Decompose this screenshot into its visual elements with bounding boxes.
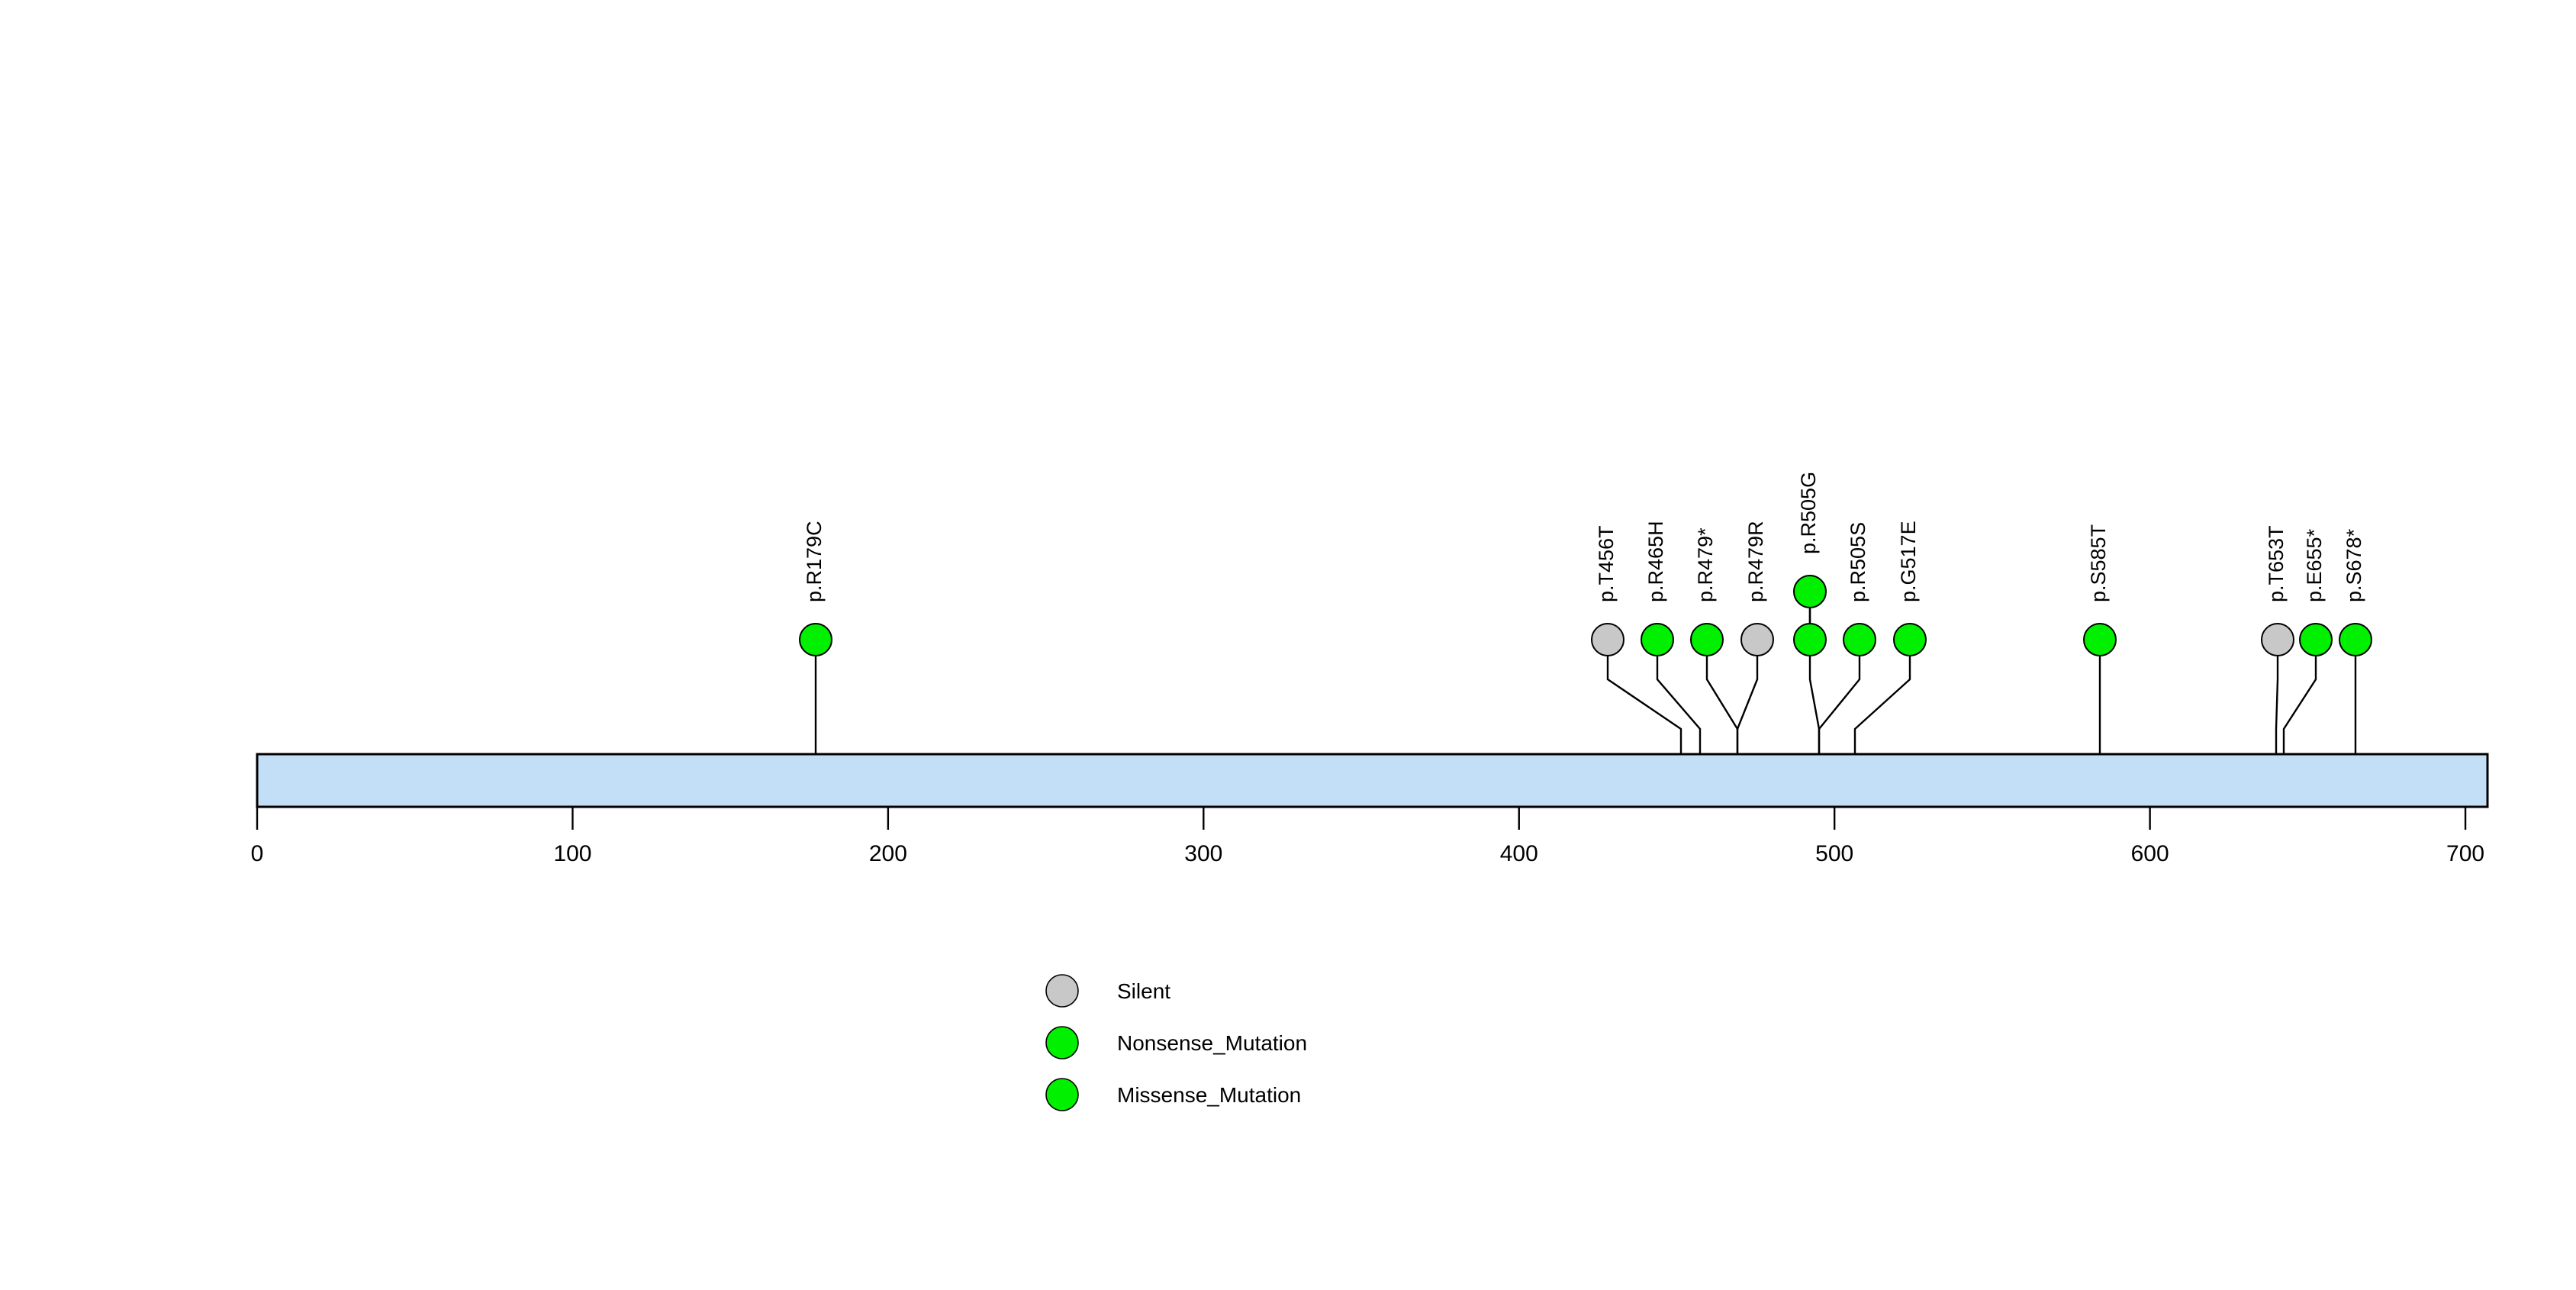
protein-domain-bar-group [256, 753, 2489, 808]
axis-tick-label-400: 400 [1500, 841, 1538, 866]
mutation-label-pT456T: p.T456T [1595, 525, 1618, 602]
axis-tick-label-200: 200 [869, 841, 907, 866]
axis-tick-label-100: 100 [553, 841, 591, 866]
lollipop-dot-pR505S[interactable]: p.R505S (Missense_Mutation, position 505… [1843, 623, 1876, 656]
lollipop-dot-pT653T[interactable]: p.T653T (Silent, position 653, count 1) [2261, 623, 2294, 656]
mutation-label-pG517E: p.G517E [1897, 521, 1920, 602]
mutation-label-pR465H: p.R465H [1644, 521, 1667, 602]
position-axis-group: 0 100 200 300 400 500 600 700 [251, 805, 2487, 866]
mutation-label-pE655: p.E655* [2303, 528, 2326, 602]
mutation-label-pR505S: p.R505S [1847, 522, 1869, 602]
lollipop-dot-pR465H[interactable]: p.R465H (Missense_Mutation, position 456… [1641, 623, 1674, 656]
mutation-label-pR479R: p.R479R [1744, 521, 1767, 602]
legend-swatch-MissenseMutation[interactable] [1045, 1078, 1079, 1111]
legend-swatch-Silent[interactable] [1045, 974, 1079, 1008]
lollipop-dot-pR479R[interactable]: p.R479R (Silent, position 479, count 1) [1740, 623, 1774, 656]
legend-label-NonsenseMutation: Nonsense_Mutation [1117, 1031, 1307, 1055]
axis-tick-label-700: 700 [2446, 841, 2484, 866]
legend-swatch-NonsenseMutation[interactable] [1045, 1026, 1079, 1059]
axis-tick-label-600: 600 [2131, 841, 2169, 866]
mutation-label-pR505G: p.R505G [1797, 472, 1820, 554]
mutation-label-pT653T: p.T653T [2265, 525, 2288, 602]
lollipop-dot-pR479[interactable]: p.R479* (Nonsense_Mutation, position 479… [1690, 623, 1724, 656]
mutation-labels-group: p.R179C p.T456T p.R465H p.R479* p.R479R p.R50… [803, 472, 2365, 602]
lollipop-dot-pR505G[interactable]: p.R505G (Missense_Mutation, position 505… [1793, 623, 1827, 656]
mutation-label-pR179C: p.R179C [803, 521, 826, 602]
protein-backbone-bar[interactable] [256, 753, 2489, 808]
lollipop-dot-pR505G[interactable]: p.R505G (Missense_Mutation, position 505… [1793, 575, 1827, 608]
lollipop-dot-pT456T[interactable]: p.T456T (Silent, position 433, count 1) [1591, 623, 1624, 656]
lollipop-dot-pS678[interactable]: p.S678* (Nonsense_Mutation, position 678… [2339, 623, 2372, 656]
lollipop-dot-pE655[interactable]: p.E655* (Nonsense_Mutation, position 655… [2299, 623, 2333, 656]
axis-tick-label-500: 500 [1815, 841, 1853, 866]
axis-tick-label-300: 300 [1184, 841, 1222, 866]
mutation-label-pS585T: p.S585T [2087, 524, 2110, 602]
mutation-lollipop-dots-group: p.R179C (Missense_Mutation, position 179… [799, 575, 2372, 656]
axis-tick-label-0: 0 [251, 841, 264, 866]
legend-label-MissenseMutation: Missense_Mutation [1117, 1083, 1301, 1107]
lollipop-dot-pR179C[interactable]: p.R179C (Missense_Mutation, position 179… [799, 623, 832, 656]
mutation-label-pS678: p.S678* [2343, 528, 2365, 602]
lollipop-dot-pS585T[interactable]: p.S585T (Missense_Mutation, position 585… [2083, 623, 2117, 656]
lollipop-dot-pG517E[interactable]: p.G517E (Missense_Mutation, position 517… [1893, 623, 1927, 656]
legend-label-Silent: Silent [1117, 979, 1170, 1003]
mutation-label-pR479: p.R479* [1694, 527, 1717, 602]
